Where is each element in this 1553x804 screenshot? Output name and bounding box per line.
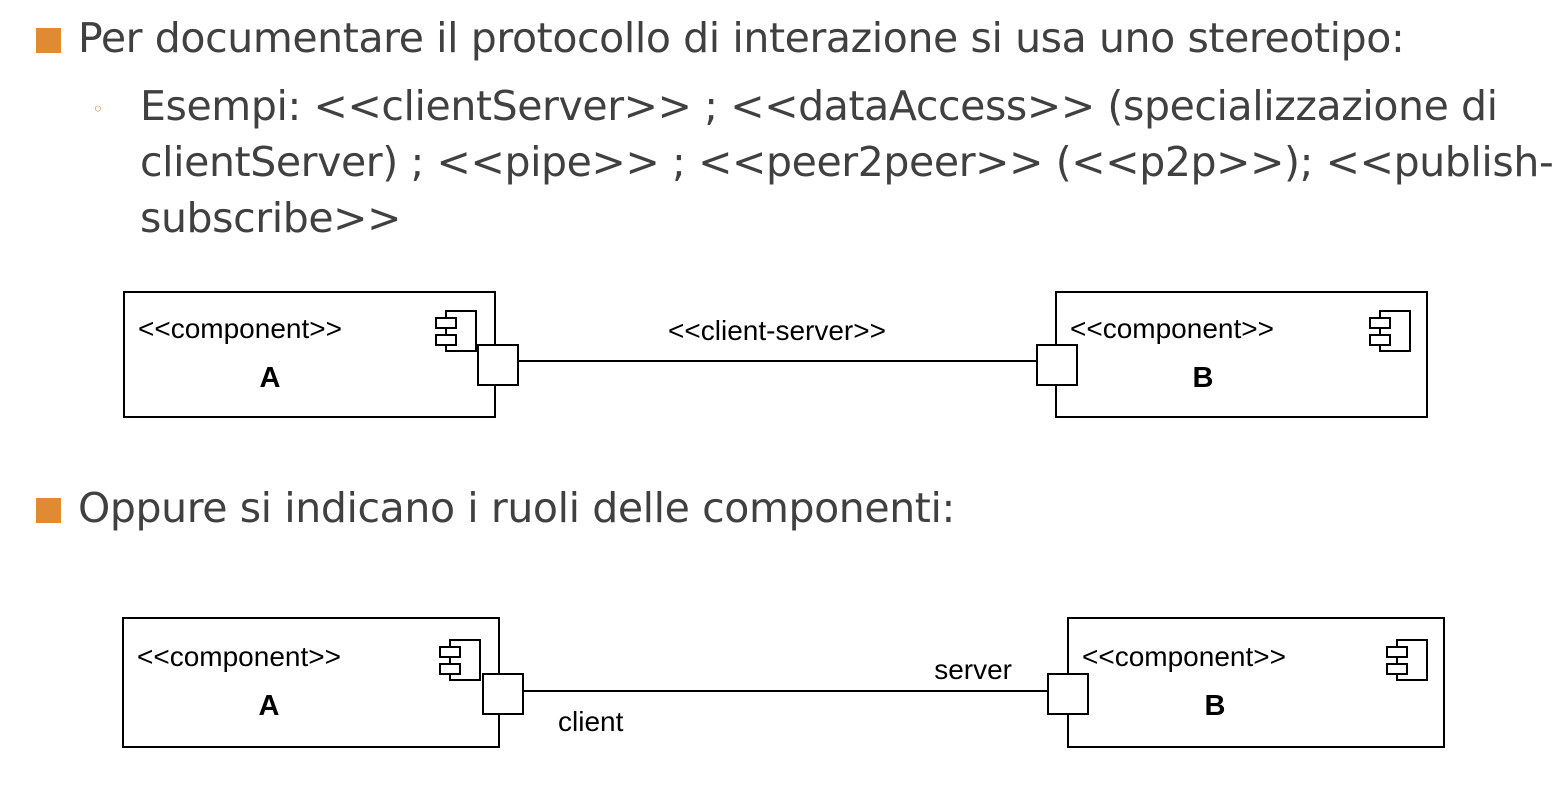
component-a-port <box>477 344 519 386</box>
diagram-2-canvas: <<component>> A client server <<componen… <box>122 617 1445 748</box>
component-icon <box>439 639 481 681</box>
component-b-name: B <box>1205 690 1226 722</box>
component-a-name: A <box>260 362 281 394</box>
connector-label: <<client-server>> <box>668 315 886 346</box>
component-a-port <box>482 673 524 715</box>
component-icon <box>435 310 477 352</box>
role-client-label: client <box>558 706 624 737</box>
component-b-name: B <box>1193 362 1214 394</box>
component-b-port <box>1047 673 1089 715</box>
sub-bullet-line-2: clientServer) ; <<pipe>> ; <<peer2peer>>… <box>140 138 1553 186</box>
component-b-box: <<component>> B <box>1067 617 1445 748</box>
diagram-1-canvas: <<component>> A <<client-server>> <<comp… <box>123 291 1428 418</box>
component-icon <box>1369 310 1411 352</box>
square-bullet-icon <box>36 498 61 523</box>
diagram-stereotype-connector: <<component>> A <<client-server>> <<comp… <box>0 280 1506 430</box>
sub-bullet-line-3: subscribe>> <box>140 194 402 242</box>
component-icon <box>1386 639 1428 681</box>
component-a-stereotype: <<component>> <box>137 641 341 672</box>
component-a-box: <<component>> A <box>123 291 496 418</box>
component-b-stereotype: <<component>> <box>1082 641 1286 672</box>
component-b-box: <<component>> B <box>1055 291 1428 418</box>
component-a-stereotype: <<component>> <box>138 313 342 344</box>
component-a-name: A <box>259 690 280 722</box>
bullet-text: Per documentare il protocollo di interaz… <box>78 14 1405 62</box>
bullet-text: Oppure si indicano i ruoli delle compone… <box>78 484 955 532</box>
role-server-label: server <box>934 654 1012 685</box>
component-b-stereotype: <<component>> <box>1070 313 1274 344</box>
square-bullet-icon <box>36 28 61 53</box>
component-a-box: <<component>> A <box>122 617 500 748</box>
component-b-port <box>1036 344 1078 386</box>
diagram-roles-connector: <<component>> A client server <<componen… <box>0 606 1506 756</box>
sub-bullet-line-1: Esempi: <<clientServer>> ; <<dataAccess>… <box>140 82 1498 130</box>
ring-bullet-icon: ◦ <box>92 97 104 121</box>
